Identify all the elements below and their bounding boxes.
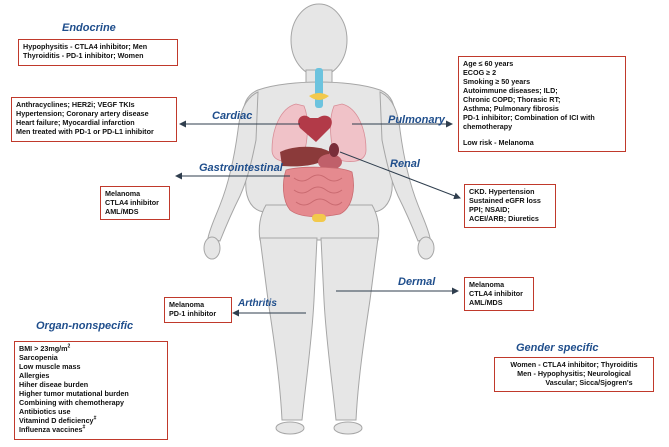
pulmonary-line-10: Low risk - Melanoma xyxy=(463,138,534,147)
stomach-organ xyxy=(318,154,342,170)
organ-nonspecific-line-1: Sarcopenia xyxy=(19,353,58,362)
arrow-renal xyxy=(339,151,461,200)
cardiac-heading: Cardiac xyxy=(212,110,253,122)
gastrointestinal-line-2: CTLA4 inhibitor xyxy=(105,198,159,207)
bladder-organ xyxy=(312,214,326,222)
intestine-coils xyxy=(293,174,343,206)
kidney-organ xyxy=(329,143,339,157)
gender-specific-line-1: Women - CTLA4 inhibitor; Thyroiditis xyxy=(510,360,638,369)
pulmonary-line-1: Age ≤ 60 years xyxy=(463,59,514,68)
dermal-heading: Dermal xyxy=(398,276,436,288)
human-body-silhouette xyxy=(203,3,435,435)
organ-nonspecific-line-2: Low muscle mass xyxy=(19,362,81,371)
organ-nonspecific-heading: Organ-nonspecific xyxy=(36,320,134,332)
dermal-line-3: AML/MDS xyxy=(469,298,503,307)
connector-arrows xyxy=(175,120,461,317)
pulmonary-box: Age ≤ 60 years ECOG ≥ 2 Smoking ≥ 50 yea… xyxy=(458,56,626,152)
arthritis-line-2: PD-1 inhibitor xyxy=(169,309,217,318)
pulmonary-line-8: chemotherapy xyxy=(463,122,513,131)
pulmonary-line-3: Smoking ≥ 50 years xyxy=(463,77,531,86)
dermal-line-1: Melanoma xyxy=(469,280,505,289)
renal-box: CKD. Hypertension Sustained eGFR loss PP… xyxy=(464,184,556,228)
pulmonary-line-4: Autoimmune diseases; ILD; xyxy=(463,86,558,95)
gender-specific-box: Women - CTLA4 inhibitor; Thyroiditis Men… xyxy=(494,357,654,392)
cardiac-line-1: Anthracyclines; HER2i; VEGF TKIs xyxy=(16,100,135,109)
vitd-text: Vitamind D deficiency xyxy=(19,416,94,425)
renal-line-1: CKD. Hypertension xyxy=(469,187,535,196)
pulmonary-spacer xyxy=(463,131,621,138)
renal-line-4: ACEI/ARB; Diuretics xyxy=(469,214,539,223)
pulmonary-line-7: PD-1 inhibitor; Combination of ICI with xyxy=(463,113,595,122)
gastrointestinal-heading: Gastrointestinal xyxy=(199,162,283,174)
vitd-superscript: # xyxy=(93,415,97,422)
cardiac-line-4: Men treated with PD-1 or PD-L1 inhibitor xyxy=(16,127,154,136)
endocrine-heading: Endocrine xyxy=(62,22,116,34)
renal-line-2: Sustained eGFR loss xyxy=(469,196,541,205)
arthritis-line-1: Melanoma xyxy=(169,300,205,309)
gastrointestinal-box: Melanoma CTLA4 inhibitor AML/MDS xyxy=(100,186,170,220)
flu-text: Influenza vaccines xyxy=(19,425,83,434)
organ-nonspecific-flu: Influenza vaccines# xyxy=(19,425,163,434)
pulmonary-line-2: ECOG ≥ 2 xyxy=(463,68,497,77)
cardiac-line-3: Heart failure; Myocardial infarction xyxy=(16,118,135,127)
bmi-superscript: 2 xyxy=(67,343,71,350)
dermal-box: Melanoma CTLA4 inhibitor AML/MDS xyxy=(464,277,534,311)
arthritis-heading: Arthritis xyxy=(238,298,277,309)
dermal-line-2: CTLA4 inhibitor xyxy=(469,289,523,298)
endocrine-line-1: Hypophysitis - CTLA4 inhibitor; Men xyxy=(23,42,148,51)
bmi-text: BMI > 23mg/m xyxy=(19,344,68,353)
renal-heading: Renal xyxy=(390,158,420,170)
gastrointestinal-line-1: Melanoma xyxy=(105,189,141,198)
endocrine-line-2: Thyroiditis - PD-1 inhibitor; Women xyxy=(23,51,144,60)
cardiac-line-2: Hypertension; Coronary artery disease xyxy=(16,109,149,118)
pulmonary-heading: Pulmonary xyxy=(388,114,445,126)
flu-superscript: # xyxy=(82,424,86,431)
pulmonary-line-6: Asthma; Pulmonary fibrosis xyxy=(463,104,559,113)
renal-line-3: PPI; NSAID; xyxy=(469,205,510,214)
heart-organ xyxy=(298,115,332,142)
gastrointestinal-line-3: AML/MDS xyxy=(105,207,139,216)
endocrine-box: Hypophysitis - CTLA4 inhibitor; Men Thyr… xyxy=(18,39,178,66)
gender-specific-heading: Gender specific xyxy=(516,342,599,354)
organ-nonspecific-line-4: Hiher diseae burden xyxy=(19,380,89,389)
organ-nonspecific-bmi: BMI > 23mg/m2 xyxy=(19,344,163,353)
organ-nonspecific-line-3: Allergies xyxy=(19,371,50,380)
cardiac-box: Anthracyclines; HER2i; VEGF TKIs Hyperte… xyxy=(11,97,177,142)
trachea-organ xyxy=(315,68,323,108)
thyroid-organ xyxy=(309,93,329,100)
liver-organ xyxy=(280,146,330,167)
organs xyxy=(271,68,367,222)
gender-specific-line-3: Vascular; Sicca/Sjogren's xyxy=(545,378,633,387)
organ-nonspecific-vitd: Vitamind D deficiency# xyxy=(19,416,163,425)
organ-nonspecific-line-5: Higher tumor mutational burden xyxy=(19,389,129,398)
organ-nonspecific-line-6: Combining with chemotherapy xyxy=(19,398,125,407)
organ-nonspecific-box: BMI > 23mg/m2 Sarcopenia Low muscle mass… xyxy=(14,341,168,440)
arthritis-box: Melanoma PD-1 inhibitor xyxy=(164,297,232,323)
organ-nonspecific-line-7: Antibiotics use xyxy=(19,407,71,416)
gender-specific-line-2: Men - Hypophysitis; Neurological xyxy=(517,369,631,378)
pulmonary-line-5: Chronic COPD; Thorasic RT; xyxy=(463,95,561,104)
right-lung-organ xyxy=(330,103,367,162)
